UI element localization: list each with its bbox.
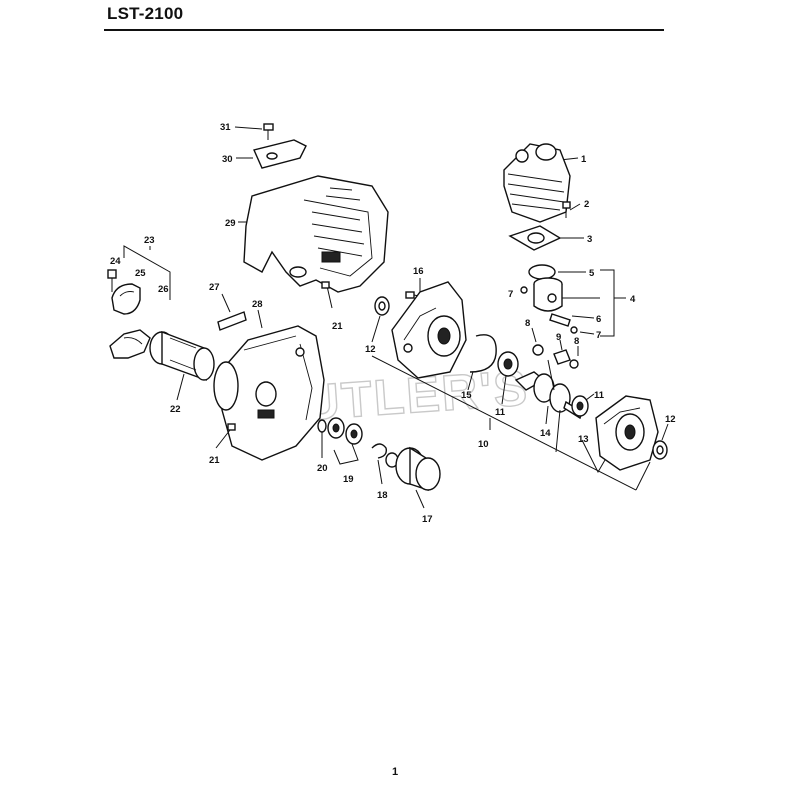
part-circlip-18 — [371, 443, 388, 485]
part-gasket-3 — [508, 225, 584, 251]
callout-21-lower: 21 — [209, 455, 220, 466]
part-crankcase-right-13 — [581, 395, 659, 474]
callout-27: 27 — [209, 282, 220, 293]
part-seal-12-left — [371, 296, 390, 343]
part-ring-5 — [528, 264, 586, 280]
part-clamp-26 — [109, 329, 151, 359]
callout-7-lower: 7 — [596, 330, 601, 341]
part-bearing-11-right — [571, 393, 595, 417]
callout-13: 13 — [578, 434, 589, 445]
callout-10: 10 — [478, 439, 489, 450]
callout-29: 29 — [225, 218, 236, 229]
part-bolt-24 — [107, 269, 117, 292]
callout-16: 16 — [413, 266, 424, 277]
callout-4: 4 — [630, 294, 636, 305]
callout-30: 30 — [222, 154, 233, 165]
callout-24: 24 — [110, 256, 121, 267]
callout-15: 15 — [461, 390, 472, 401]
part-bearing-8-left — [531, 327, 544, 356]
callout-1: 1 — [581, 154, 587, 165]
part-pin-6 — [549, 313, 595, 327]
callout-19: 19 — [343, 474, 354, 485]
callout-12-right: 12 — [665, 414, 676, 425]
callout-8-right: 8 — [574, 336, 579, 347]
callout-31: 31 — [220, 122, 231, 133]
callout-21-upper: 21 — [332, 321, 343, 332]
part-label-27 — [217, 293, 247, 331]
callout-23: 23 — [144, 235, 155, 246]
part-piston — [533, 277, 600, 312]
callout-22: 22 — [170, 404, 181, 415]
part-bearing-9 — [553, 339, 571, 365]
callout-7-upper: 7 — [508, 289, 513, 300]
callout-8-left: 8 — [525, 318, 530, 329]
part-bolt-21-upper — [321, 281, 333, 309]
part-bolt-31 — [234, 123, 274, 140]
callout-25: 25 — [135, 268, 146, 279]
callout-5: 5 — [589, 268, 595, 279]
part-bearing-8-right — [569, 346, 579, 369]
part-clip-7-lower — [570, 326, 595, 335]
part-bearings-19 — [327, 417, 363, 465]
callout-28: 28 — [252, 299, 263, 310]
part-cover-30 — [236, 139, 307, 169]
part-seal-12-right — [652, 423, 669, 460]
part-clutch-drum-17 — [385, 446, 441, 509]
callout-12-left: 12 — [365, 344, 376, 355]
callout-14: 14 — [540, 428, 551, 439]
callout-18: 18 — [377, 490, 388, 501]
part-bracket-4 — [600, 269, 626, 337]
part-group-23 — [123, 245, 171, 300]
callout-20: 20 — [317, 463, 328, 474]
callout-labels: 31 30 29 23 24 25 26 27 28 22 21 21 20 1… — [110, 122, 676, 525]
part-fan-housing-28 — [213, 309, 325, 461]
part-cylinder-1 — [503, 143, 579, 223]
callout-11-left: 11 — [495, 407, 506, 418]
part-bolt-2 — [562, 201, 581, 218]
callout-2: 2 — [584, 199, 589, 210]
part-drum-housing-22 — [149, 330, 215, 401]
part-engine-shroud-29 — [238, 175, 389, 293]
callout-26: 26 — [158, 284, 169, 295]
part-bearing-11-left — [497, 351, 519, 405]
page-number: 1 — [392, 766, 399, 778]
callout-17: 17 — [422, 514, 433, 525]
part-crankcase-left — [391, 281, 467, 379]
part-clamp-25 — [111, 283, 141, 315]
page-title: LST-2100 — [107, 4, 184, 23]
title-rule — [104, 29, 664, 31]
callout-3: 3 — [587, 234, 592, 245]
part-washer-20 — [317, 419, 327, 458]
callout-6: 6 — [596, 314, 601, 325]
part-circlip-15 — [467, 334, 497, 391]
callout-9: 9 — [556, 332, 561, 343]
part-assembly-bracket-10 — [371, 355, 651, 491]
part-clip-7-upper — [520, 286, 528, 294]
callout-11-right: 11 — [594, 390, 605, 401]
part-bolt-21-lower — [215, 423, 236, 449]
